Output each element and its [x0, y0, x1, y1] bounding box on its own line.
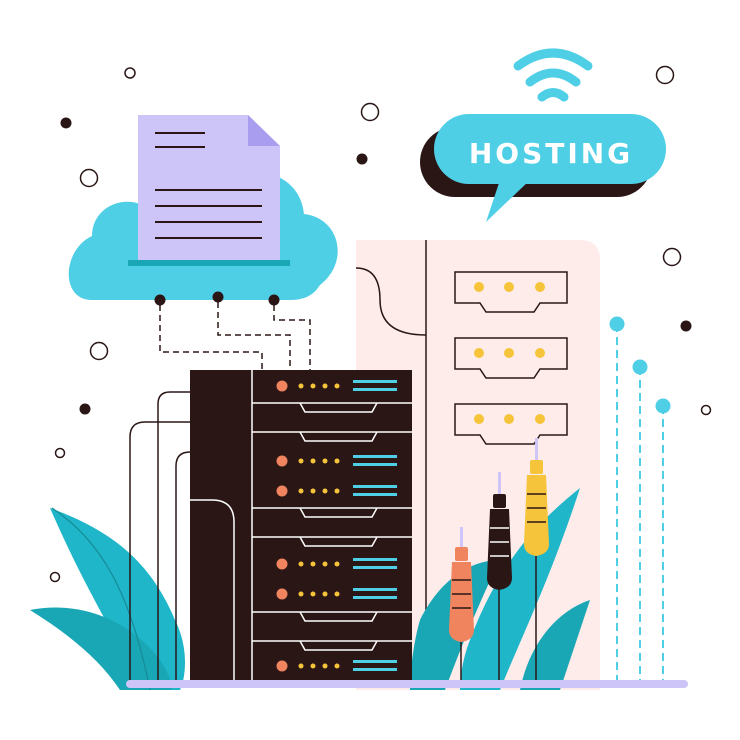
- hosting-label: HOSTING: [469, 137, 633, 170]
- hosting-speech-bubble: HOSTING: [420, 114, 666, 222]
- signal-lines: [609, 316, 671, 680]
- dot: [49, 571, 61, 583]
- document-icon: [128, 115, 290, 266]
- dot: [662, 247, 682, 267]
- back-cables: [129, 391, 192, 680]
- orange-plug: [449, 527, 474, 685]
- dot: [54, 447, 66, 459]
- server-unit: [252, 640, 412, 672]
- yellow-plug: [524, 438, 549, 685]
- dot: [60, 117, 72, 129]
- dot: [124, 67, 136, 79]
- dark-plug: [487, 472, 512, 685]
- ground-line: [126, 680, 688, 688]
- server-unit: [252, 380, 412, 413]
- panel-slot: [454, 403, 568, 445]
- wifi-icon: [513, 48, 593, 102]
- server-rack-icon: [190, 370, 412, 682]
- panel-slot: [454, 271, 568, 313]
- panel-slot: [454, 337, 568, 379]
- dot: [360, 102, 380, 122]
- dashed-connectors: [159, 302, 311, 370]
- dot: [655, 65, 675, 85]
- server-unit: [252, 431, 412, 518]
- server-unit: [252, 536, 412, 622]
- dot: [356, 153, 368, 165]
- dot: [700, 404, 712, 416]
- dot: [680, 320, 692, 332]
- dot: [79, 403, 91, 415]
- decorative-dots: [49, 65, 712, 583]
- plug-cable-icon: [449, 438, 549, 685]
- dot: [89, 341, 109, 361]
- dot: [79, 168, 99, 188]
